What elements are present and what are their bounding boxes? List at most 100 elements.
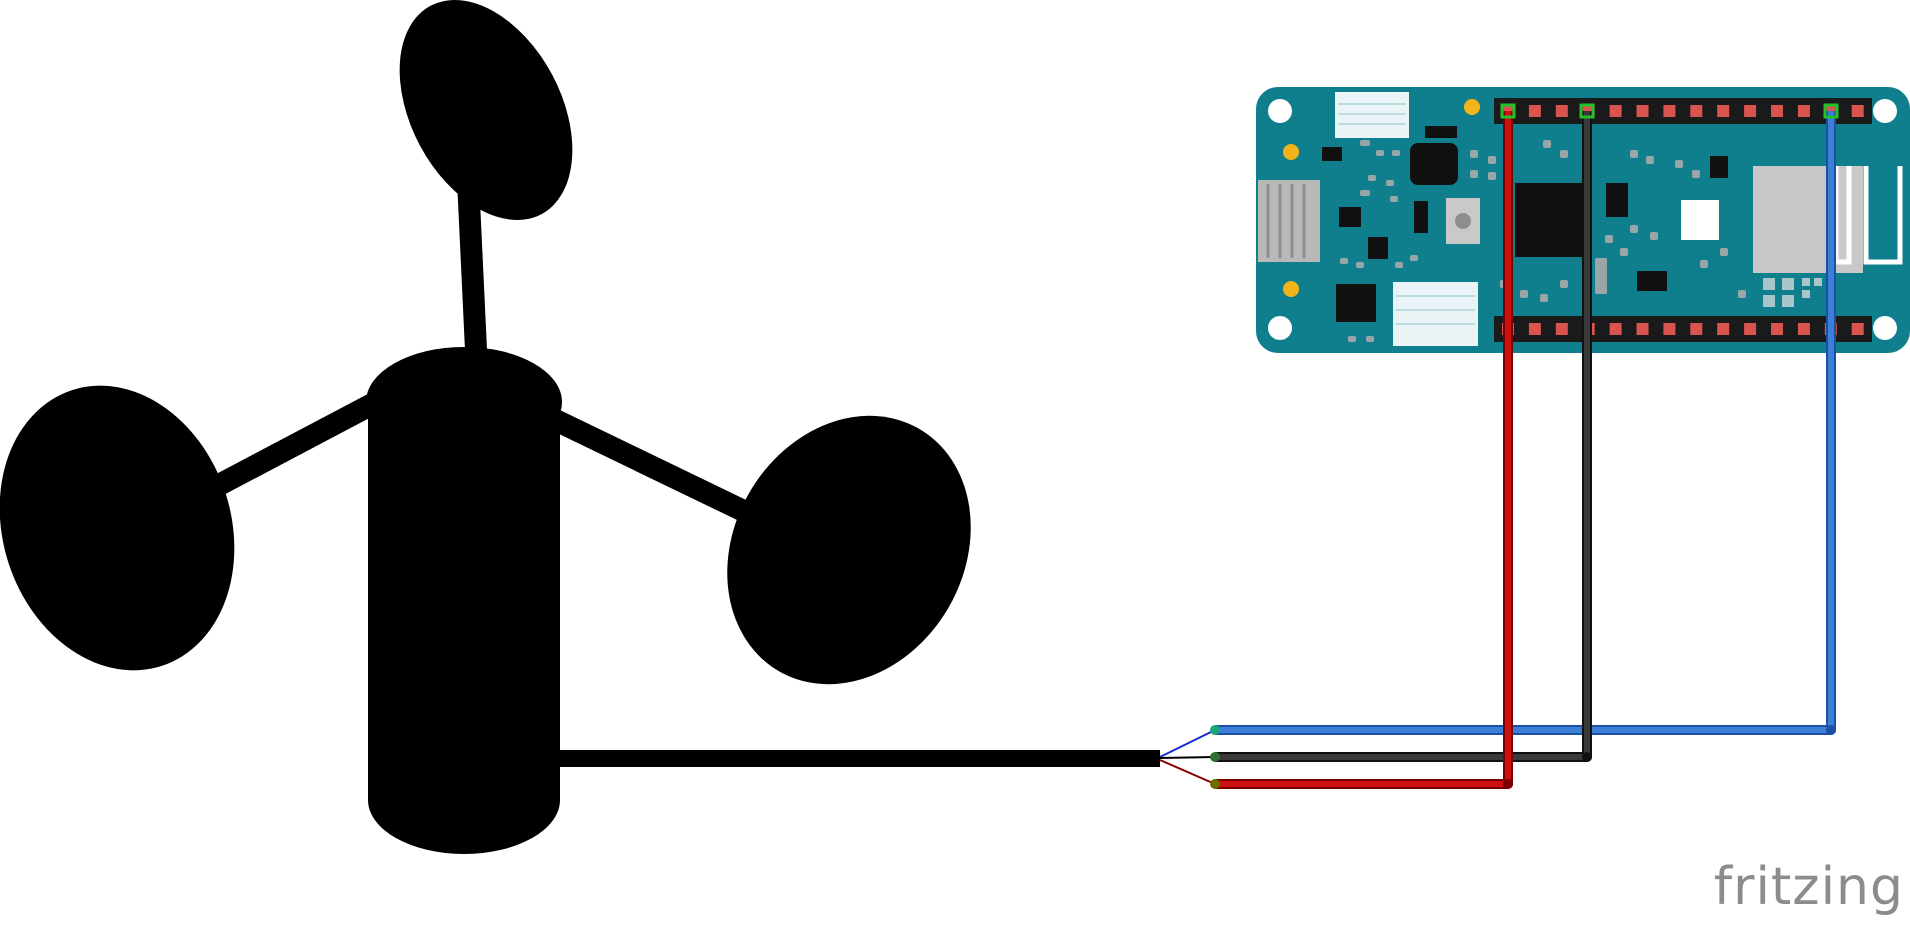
passive-component bbox=[1630, 225, 1638, 233]
header-top-pin bbox=[1744, 105, 1757, 117]
anemometer-body-top bbox=[366, 347, 562, 457]
passive-component bbox=[1360, 140, 1370, 146]
header-top-pin bbox=[1717, 105, 1730, 117]
header-top-pin bbox=[1771, 105, 1783, 117]
passive-component bbox=[1595, 258, 1607, 294]
small-mcu-chip bbox=[1336, 284, 1376, 322]
header-top-pin bbox=[1528, 105, 1541, 117]
header-bottom-pin bbox=[1851, 323, 1864, 335]
corner-ground bbox=[1582, 752, 1592, 762]
passive-component bbox=[1395, 262, 1403, 268]
passive-component bbox=[1392, 150, 1400, 156]
led-2 bbox=[1283, 281, 1299, 297]
corner-power bbox=[1503, 779, 1513, 789]
passive-component bbox=[1560, 280, 1568, 288]
passive-components bbox=[1340, 140, 1746, 342]
wires bbox=[1210, 103, 1839, 789]
mount-hole-tr bbox=[1873, 99, 1897, 123]
passive-component bbox=[1386, 180, 1394, 186]
passive-component bbox=[1368, 175, 1376, 181]
led-1 bbox=[1283, 144, 1299, 160]
mount-hole-br bbox=[1873, 316, 1897, 340]
header-bottom-pin bbox=[1690, 323, 1703, 335]
passive-component bbox=[1410, 255, 1418, 261]
anemometer-body-bottom bbox=[368, 746, 560, 854]
anemometer-cable bbox=[555, 750, 1160, 767]
fritzing-watermark: fritzing bbox=[1713, 857, 1904, 917]
main-mcu-chip bbox=[1515, 183, 1585, 257]
header-top-pin bbox=[1636, 105, 1649, 117]
anemometer-right-cup bbox=[727, 415, 971, 685]
passive-component bbox=[1488, 172, 1496, 180]
mount-hole-bl bbox=[1268, 316, 1292, 340]
anemometer-left-cup bbox=[0, 385, 235, 671]
passive-component bbox=[1376, 150, 1384, 156]
header-bottom-pin bbox=[1663, 323, 1676, 335]
anemometer-left-arm bbox=[194, 390, 386, 505]
passive-component bbox=[1470, 170, 1478, 178]
reset-button-cap bbox=[1455, 213, 1471, 229]
header-bottom-pin bbox=[1555, 323, 1568, 335]
header-bottom-pin bbox=[1717, 323, 1730, 335]
small-chip-1 bbox=[1425, 126, 1457, 138]
passive-component bbox=[1488, 156, 1496, 164]
header-top-pin bbox=[1609, 105, 1622, 117]
crystal-chip bbox=[1410, 143, 1458, 185]
rf-module bbox=[1753, 166, 1863, 273]
header-bottom bbox=[1494, 316, 1872, 342]
passive-component bbox=[1560, 150, 1568, 158]
endpoint-ground-start bbox=[1210, 752, 1220, 762]
passive-component bbox=[1470, 150, 1478, 158]
header-bottom-pin bbox=[1528, 323, 1541, 335]
pin-connect-power bbox=[1500, 103, 1516, 119]
passive-component bbox=[1675, 160, 1683, 168]
smd-pads bbox=[1763, 278, 1822, 307]
passive-component bbox=[1692, 170, 1700, 178]
small-chip-3 bbox=[1339, 207, 1361, 227]
header-top-pin bbox=[1555, 105, 1568, 117]
usb-connector bbox=[1258, 180, 1320, 262]
passive-component bbox=[1720, 248, 1728, 256]
passive-component bbox=[1348, 336, 1356, 342]
small-chip-6 bbox=[1710, 156, 1728, 178]
anemometer-top-arm bbox=[457, 179, 487, 351]
anemometer-right-arm bbox=[540, 405, 757, 525]
header-bottom-pin bbox=[1636, 323, 1649, 335]
mount-hole-tl bbox=[1268, 99, 1292, 123]
cable-leads bbox=[1159, 729, 1216, 785]
passive-component bbox=[1646, 156, 1654, 164]
anemometer-top-cup bbox=[399, 0, 573, 220]
passive-component bbox=[1630, 150, 1638, 158]
passive-component bbox=[1520, 290, 1528, 298]
header-bottom-pin bbox=[1797, 323, 1810, 335]
header-top-pin bbox=[1797, 105, 1810, 117]
passive-component bbox=[1620, 248, 1628, 256]
passive-component bbox=[1605, 235, 1613, 243]
passive-component bbox=[1650, 232, 1658, 240]
passive-component bbox=[1543, 140, 1551, 148]
lead-ground bbox=[1159, 756, 1216, 759]
passive-component bbox=[1390, 196, 1398, 202]
passive-component bbox=[1340, 258, 1348, 264]
endpoint-signal-start bbox=[1210, 725, 1220, 735]
header-top-pin bbox=[1690, 105, 1703, 117]
passive-component bbox=[1360, 190, 1370, 196]
header-top-pin bbox=[1851, 105, 1864, 117]
led-3 bbox=[1464, 99, 1480, 115]
small-chip-2 bbox=[1368, 237, 1388, 259]
small-chip-8 bbox=[1322, 147, 1342, 161]
passive-component bbox=[1540, 294, 1548, 302]
endpoint-power-start bbox=[1210, 779, 1220, 789]
anemometer bbox=[0, 0, 1160, 854]
passive-component bbox=[1700, 260, 1708, 268]
header-top bbox=[1494, 98, 1872, 124]
passive-component bbox=[1738, 290, 1746, 298]
header-bottom-pin bbox=[1744, 323, 1757, 335]
passive-component bbox=[1366, 336, 1374, 342]
small-chip-7 bbox=[1637, 271, 1667, 291]
pin-connect-signal bbox=[1823, 103, 1839, 119]
pin-connect-ground bbox=[1579, 103, 1595, 119]
header-bottom-pin bbox=[1771, 323, 1783, 335]
